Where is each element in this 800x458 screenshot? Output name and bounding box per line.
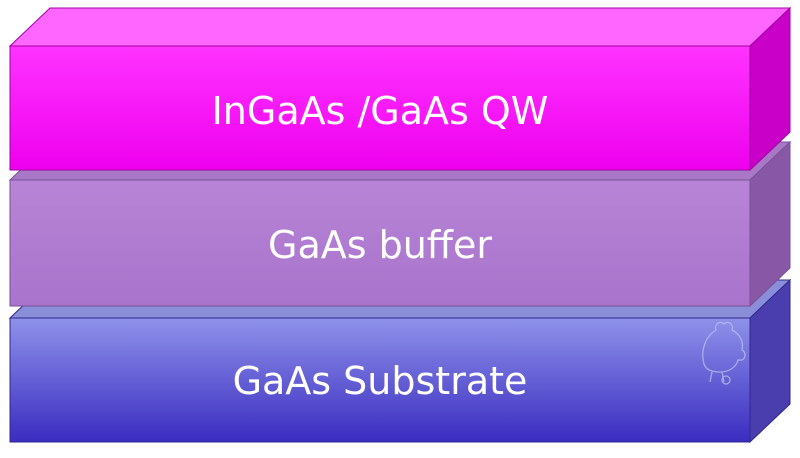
layer-substrate: GaAs Substrate (8, 278, 792, 444)
rooster-watermark-icon (702, 321, 746, 385)
layer-buffer-label: GaAs buffer (268, 223, 492, 267)
layer-buffer-front-face (9, 179, 751, 307)
layer-quantum-well: InGaAs /GaAs QW (8, 6, 792, 172)
layer-quantum-well-front-face (9, 45, 751, 171)
layer-substrate-front-face (9, 317, 751, 443)
layer-substrate-label: GaAs Substrate (233, 359, 528, 403)
layer-quantum-well-top-face (8, 7, 792, 47)
layer-quantum-well-label: InGaAs /GaAs QW (212, 89, 549, 133)
